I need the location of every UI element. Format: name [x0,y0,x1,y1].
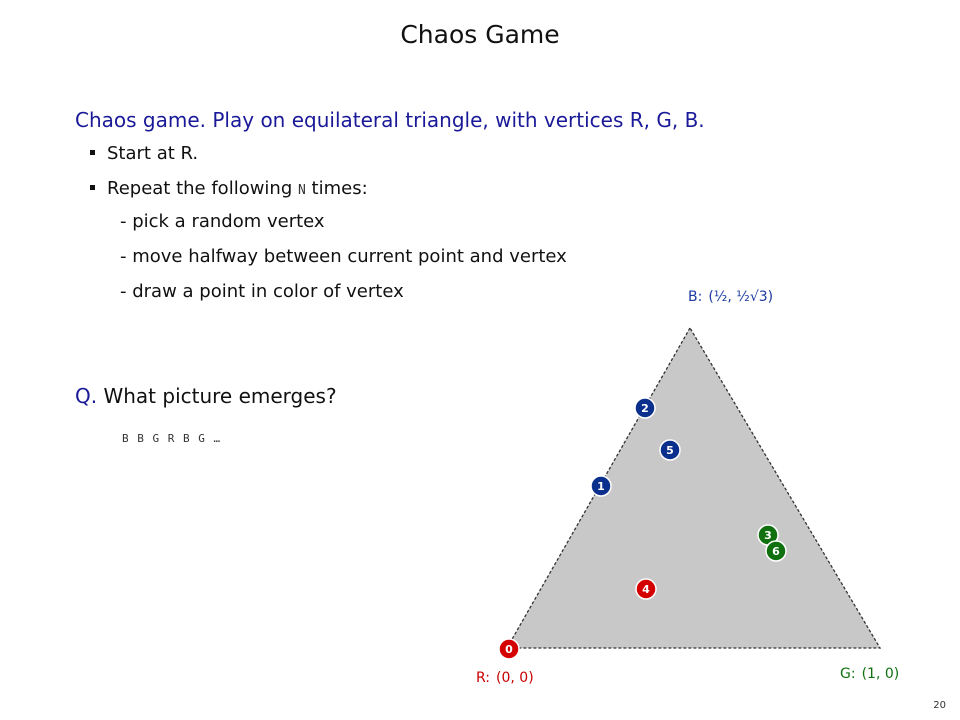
bullet-repeat-code: N [298,183,306,198]
bullet-start-text: Start at R. [107,143,199,164]
point-dot [590,475,612,497]
point-marker-2: 2 [634,397,656,419]
point-label: 4 [642,583,650,596]
vertex-r-coords: (0, 0) [496,670,534,686]
point-label: 0 [505,643,513,656]
bullet-start: Start at R. [90,143,198,164]
point-label: 3 [764,529,772,542]
point-label: 5 [666,444,674,457]
question-label: Q. [75,384,98,408]
sub-bullet-pick: - pick a random vertex [120,211,325,232]
vertex-r-name: R: [476,670,491,686]
intro-rest: Play on equilateral triangle, with verti… [212,108,705,132]
vertex-label-r: R: (0, 0) [476,670,534,686]
point-dot [659,439,681,461]
vertex-g-coords: (1, 0) [861,666,900,682]
point-markers: 0 1 2 3 4 5 6 [498,397,787,660]
vertex-b-coords: (½, ½√3) [708,289,774,305]
point-dot [634,397,656,419]
point-dot [498,638,520,660]
point-marker-1: 1 [590,475,612,497]
question-line: Q. What picture emerges? [75,384,337,408]
page-number: 20 [933,700,946,711]
bullet-square-icon [90,184,95,190]
vertex-b-name: B: [688,289,703,305]
point-marker-5: 5 [659,439,681,461]
vertex-label-b: B: (½, ½√3) [688,289,773,305]
point-marker-0: 0 [498,638,520,660]
point-dot [635,578,657,600]
vertex-label-g: G: (1, 0) [840,666,899,682]
sub-bullet-draw: - draw a point in color of vertex [120,281,404,302]
vertex-sequence: B B G R B G … [122,432,222,445]
triangle [505,326,882,649]
point-label: 1 [597,480,605,493]
question-text: What picture emerges? [103,384,337,408]
point-marker-4: 4 [635,578,657,600]
point-label: 6 [772,545,780,558]
intro-line: Chaos game. Play on equilateral triangle… [75,108,705,132]
vertex-g-name: G: [840,666,856,682]
point-dot [765,540,787,562]
intro-lead: Chaos game. [75,108,207,132]
point-marker-6: 6 [765,540,787,562]
bullet-repeat-before: Repeat the following [107,178,298,199]
sub-bullet-move: - move halfway between current point and… [120,246,567,267]
bullet-repeat-after: times: [305,178,368,199]
slide-title: Chaos Game [400,20,560,49]
bullet-repeat: Repeat the following N times: [90,178,368,199]
point-label: 2 [641,402,649,415]
bullet-square-icon [90,149,95,155]
